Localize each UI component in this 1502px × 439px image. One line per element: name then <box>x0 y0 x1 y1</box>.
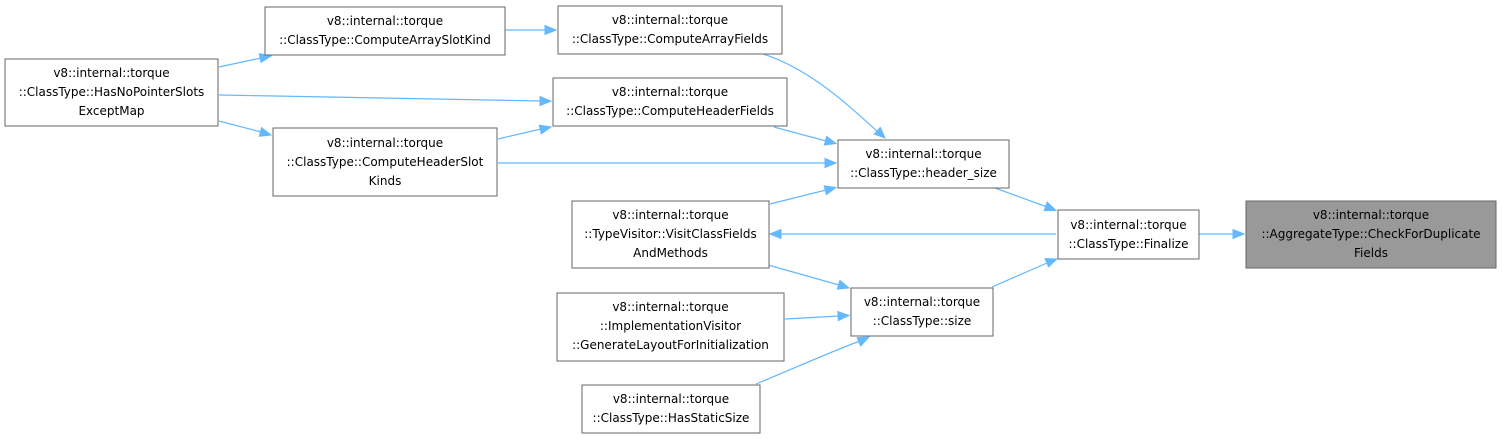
node-label-line: v8::internal::torque <box>53 66 169 80</box>
node-label-line: v8::internal::torque <box>612 208 728 222</box>
node-visit-class-fields-and-methods[interactable]: v8::internal::torque ::TypeVisitor::Visi… <box>571 200 770 269</box>
edge-visitclassfields-to-size <box>767 264 851 290</box>
edge-computearrayslotkind-to-computearrayfields <box>505 24 558 36</box>
node-finalize[interactable]: v8::internal::torque ::ClassType::Finali… <box>1057 209 1200 260</box>
node-has-static-size[interactable]: v8::internal::torque ::ClassType::HasSta… <box>581 384 761 434</box>
node-label-line: Fields <box>1354 246 1388 260</box>
edge-hasnopointerslots-to-computearrayslotkind <box>218 52 273 68</box>
node-label-line: v8::internal::torque <box>327 136 443 150</box>
edge-generatelayout-to-size <box>784 310 851 322</box>
node-label-line: ::AggregateType::CheckForDuplicate <box>1261 227 1480 241</box>
node-label-line: ::ClassType::HasNoPointerSlots <box>19 85 205 99</box>
edge-computeheaderfields-to-headersize <box>773 126 838 146</box>
edge-size-to-finalize <box>991 258 1059 288</box>
node-compute-array-slot-kind[interactable]: v8::internal::torque ::ClassType::Comput… <box>264 6 506 56</box>
node-label-line: ::ClassType::ComputeArrayFields <box>572 32 768 46</box>
node-compute-array-fields[interactable]: v8::internal::torque ::ClassType::Comput… <box>557 5 783 55</box>
edge-headersize-to-finalize <box>994 187 1058 212</box>
node-label-line: AndMethods <box>633 246 708 260</box>
edge-computearrayfields-to-headersize <box>759 52 886 139</box>
edge-finalize-to-checkforduplicatefields <box>1199 228 1246 240</box>
edge-finalize-to-visitclassfields <box>768 228 1056 240</box>
node-label-line: ExceptMap <box>78 104 144 118</box>
node-label-line: v8::internal::torque <box>612 85 728 99</box>
node-label-line: v8::internal::torque <box>613 392 729 406</box>
node-compute-header-fields[interactable]: v8::internal::torque ::ClassType::Comput… <box>552 77 788 127</box>
node-generate-layout-for-initialization[interactable]: v8::internal::torque ::ImplementationVis… <box>556 292 785 362</box>
node-has-no-pointer-slots-except-map[interactable]: v8::internal::torque ::ClassType::HasNoP… <box>4 58 219 127</box>
node-size[interactable]: v8::internal::torque ::ClassType::size <box>850 287 994 337</box>
node-label-line: v8::internal::torque <box>864 295 980 309</box>
node-label-line: v8::internal::torque <box>612 300 728 314</box>
node-label-line: ::ClassType::ComputeHeaderFields <box>566 104 774 118</box>
edge-hasnopointerslots-to-computeheaderslotkinds <box>218 120 273 137</box>
edge-hasnopointerslots-to-computeheaderfields <box>218 94 553 107</box>
edge-computeheaderslotkinds-to-computeheaderfields <box>497 124 553 140</box>
node-label-line: ::ClassType::size <box>873 314 972 328</box>
node-label-line: v8::internal::torque <box>865 147 981 161</box>
node-label-line: Kinds <box>369 174 402 188</box>
node-header-size[interactable]: v8::internal::torque ::ClassType::header… <box>837 139 1010 189</box>
node-label-line: ::TypeVisitor::VisitClassFields <box>584 227 756 241</box>
node-label-line: v8::internal::torque <box>1313 208 1429 222</box>
node-label-line: v8::internal::torque <box>1070 218 1186 232</box>
node-label-line: ::ImplementationVisitor <box>600 319 741 333</box>
node-compute-header-slot-kinds[interactable]: v8::internal::torque ::ClassType::Comput… <box>272 127 498 197</box>
node-label-line: ::ClassType::header_size <box>850 166 997 180</box>
node-label-line: ::GenerateLayoutForInitialization <box>572 338 769 352</box>
edge-hasstaticsize-to-size <box>755 336 871 385</box>
node-label-line: v8::internal::torque <box>612 13 728 27</box>
node-label-line: ::ClassType::Finalize <box>1069 237 1189 251</box>
node-label-line: v8::internal::torque <box>327 14 443 28</box>
edge-visitclassfields-to-headersize <box>769 185 838 205</box>
edge-computeheaderslotkinds-to-headersize <box>498 157 838 169</box>
node-label-line: ::ClassType::ComputeArraySlotKind <box>279 33 491 47</box>
node-label-line: ::ClassType::HasStaticSize <box>593 411 750 425</box>
node-check-for-duplicate-fields[interactable]: v8::internal::torque ::AggregateType::Ch… <box>1245 200 1497 269</box>
node-label-line: ::ClassType::ComputeHeaderSlot <box>287 155 484 169</box>
